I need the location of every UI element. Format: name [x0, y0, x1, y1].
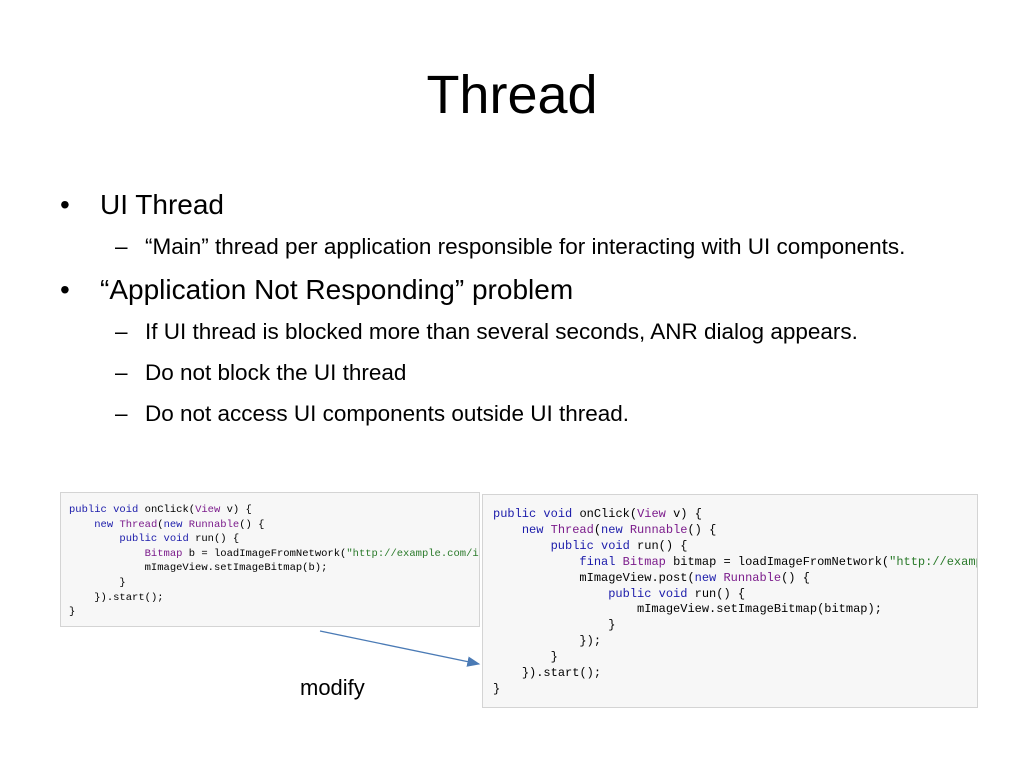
- code-line: new Thread(new Runnable() {: [521, 522, 717, 537]
- sub-bullet-do-not-block: – Do not block the UI thread: [60, 356, 980, 389]
- code-line: public void run() {: [119, 533, 240, 546]
- code-line: new Thread(new Runnable() {: [94, 518, 265, 531]
- sub-bullet-anr-dialog: – If UI thread is blocked more than seve…: [60, 315, 980, 348]
- code-line: }: [608, 618, 616, 633]
- code-line: mImageView.setImageBitmap(b);: [144, 562, 328, 575]
- arrow-line: [319, 630, 481, 667]
- code-line: public void onClick(View v) {: [69, 504, 252, 516]
- sub-bullet-text: If UI thread is blocked more than severa…: [145, 319, 858, 344]
- bullet-anr-problem: • “Application Not Responding” problem: [60, 271, 980, 309]
- code-line: }: [493, 681, 501, 696]
- bullet-marker: •: [60, 189, 70, 220]
- code-line: mImageView.setImageBitmap(bitmap);: [637, 602, 882, 617]
- code-line: public void onClick(View v) {: [493, 507, 702, 521]
- code-line: public void run() {: [608, 586, 746, 601]
- code-line: }: [119, 576, 126, 589]
- sub-bullet-text: Do not block the UI thread: [145, 360, 407, 385]
- sub-bullet-marker: –: [115, 234, 128, 259]
- code-line: Bitmap b = loadImageFromNetwork("http://…: [144, 547, 479, 560]
- sub-bullet-text: Do not access UI components outside UI t…: [145, 401, 630, 426]
- sub-bullet-marker: –: [115, 319, 128, 344]
- code-snippet-original: public void onClick(View v) { new Thread…: [60, 492, 480, 627]
- bullet-list: • UI Thread – “Main” thread per applicat…: [60, 186, 980, 438]
- code-line: }: [550, 650, 558, 665]
- code-line: public void run() {: [550, 538, 688, 553]
- bullet-marker: •: [60, 274, 70, 305]
- slide-title: Thread: [426, 65, 598, 125]
- sub-bullet-main-thread: – “Main” thread per application responsi…: [60, 230, 980, 263]
- sub-bullet-marker: –: [115, 360, 128, 385]
- modify-label: modify: [300, 675, 365, 700]
- code-line: }).start();: [94, 591, 164, 604]
- bullet-text: UI Thread: [100, 189, 224, 220]
- code-line: mImageView.post(new Runnable() {: [579, 570, 810, 585]
- bullet-ui-thread: • UI Thread: [60, 186, 980, 224]
- code-snippet-modified: public void onClick(View v) { new Thread…: [482, 494, 978, 708]
- bullet-text: “Application Not Responding” problem: [100, 274, 574, 305]
- code-line: final Bitmap bitmap = loadImageFromNetwo…: [579, 554, 977, 569]
- code-line: });: [579, 634, 602, 649]
- sub-bullet-do-not-access: – Do not access UI components outside UI…: [60, 397, 980, 430]
- sub-bullet-text: “Main” thread per application responsibl…: [145, 234, 906, 259]
- sub-bullet-marker: –: [115, 401, 128, 426]
- code-line: }).start();: [521, 666, 602, 681]
- code-line: }: [69, 606, 76, 619]
